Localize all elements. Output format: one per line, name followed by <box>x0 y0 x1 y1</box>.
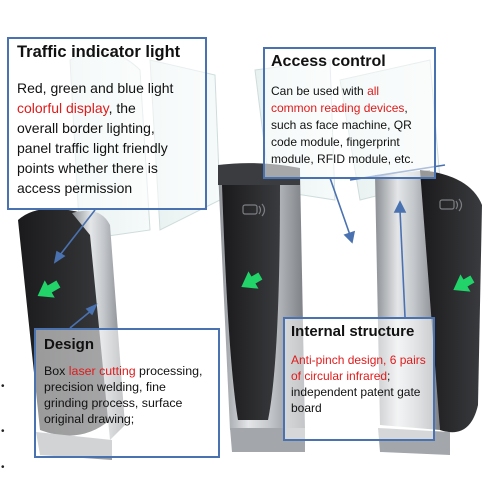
traffic-indicator-callout: Traffic indicator light Red, green and b… <box>7 37 207 210</box>
callout-line: ; independent patent gate board <box>291 369 421 415</box>
callout-title: Access control <box>271 53 386 70</box>
green-arrow-icon <box>37 271 475 298</box>
highlight-text: Anti-pinch design, 6 pairs of circular i… <box>291 353 426 383</box>
callout-title: Traffic indicator light <box>17 43 181 61</box>
callout-line: overall border lighting, <box>17 120 155 136</box>
callout-line: panel traffic light friendly <box>17 140 168 156</box>
callout-text: Can be used with all common reading devi… <box>271 83 428 168</box>
highlight-text: colorful display <box>17 100 109 116</box>
callout-line: , such as face machine, QR code module, … <box>271 101 414 166</box>
design-callout: Design Box laser cutting processing, pre… <box>34 328 220 458</box>
bullet-dot: • <box>1 426 5 437</box>
highlight-text: all common reading devices <box>271 84 405 115</box>
internal-structure-callout: Internal structure Anti-pinch design, 6 … <box>283 317 435 441</box>
access-control-callout: Access control Can be used with all comm… <box>263 47 436 179</box>
callout-title: Internal structure <box>291 323 415 340</box>
highlight-text: laser cutting <box>68 364 136 378</box>
bullet-dot: • <box>1 462 5 473</box>
callout-title: Design <box>44 336 95 353</box>
bullet-dot: • <box>1 381 5 392</box>
callout-line: access permission <box>17 180 133 196</box>
rfid-card-icon <box>242 198 463 217</box>
callout-line: Box <box>44 364 69 378</box>
callout-text: Anti-pinch design, 6 pairs of circular i… <box>291 352 427 416</box>
callout-line: Can be used with <box>271 84 368 98</box>
callout-text: Box laser cutting processing, precision … <box>44 363 210 427</box>
callout-text: Red, green and blue light colorful displ… <box>17 78 197 198</box>
callout-line: points whether there is <box>17 160 158 176</box>
callout-pointers <box>53 164 446 329</box>
callout-line: processing, precision welding, fine grin… <box>44 364 203 426</box>
callout-line: Red, green and blue light <box>17 80 174 96</box>
callout-line: , the <box>108 100 136 116</box>
